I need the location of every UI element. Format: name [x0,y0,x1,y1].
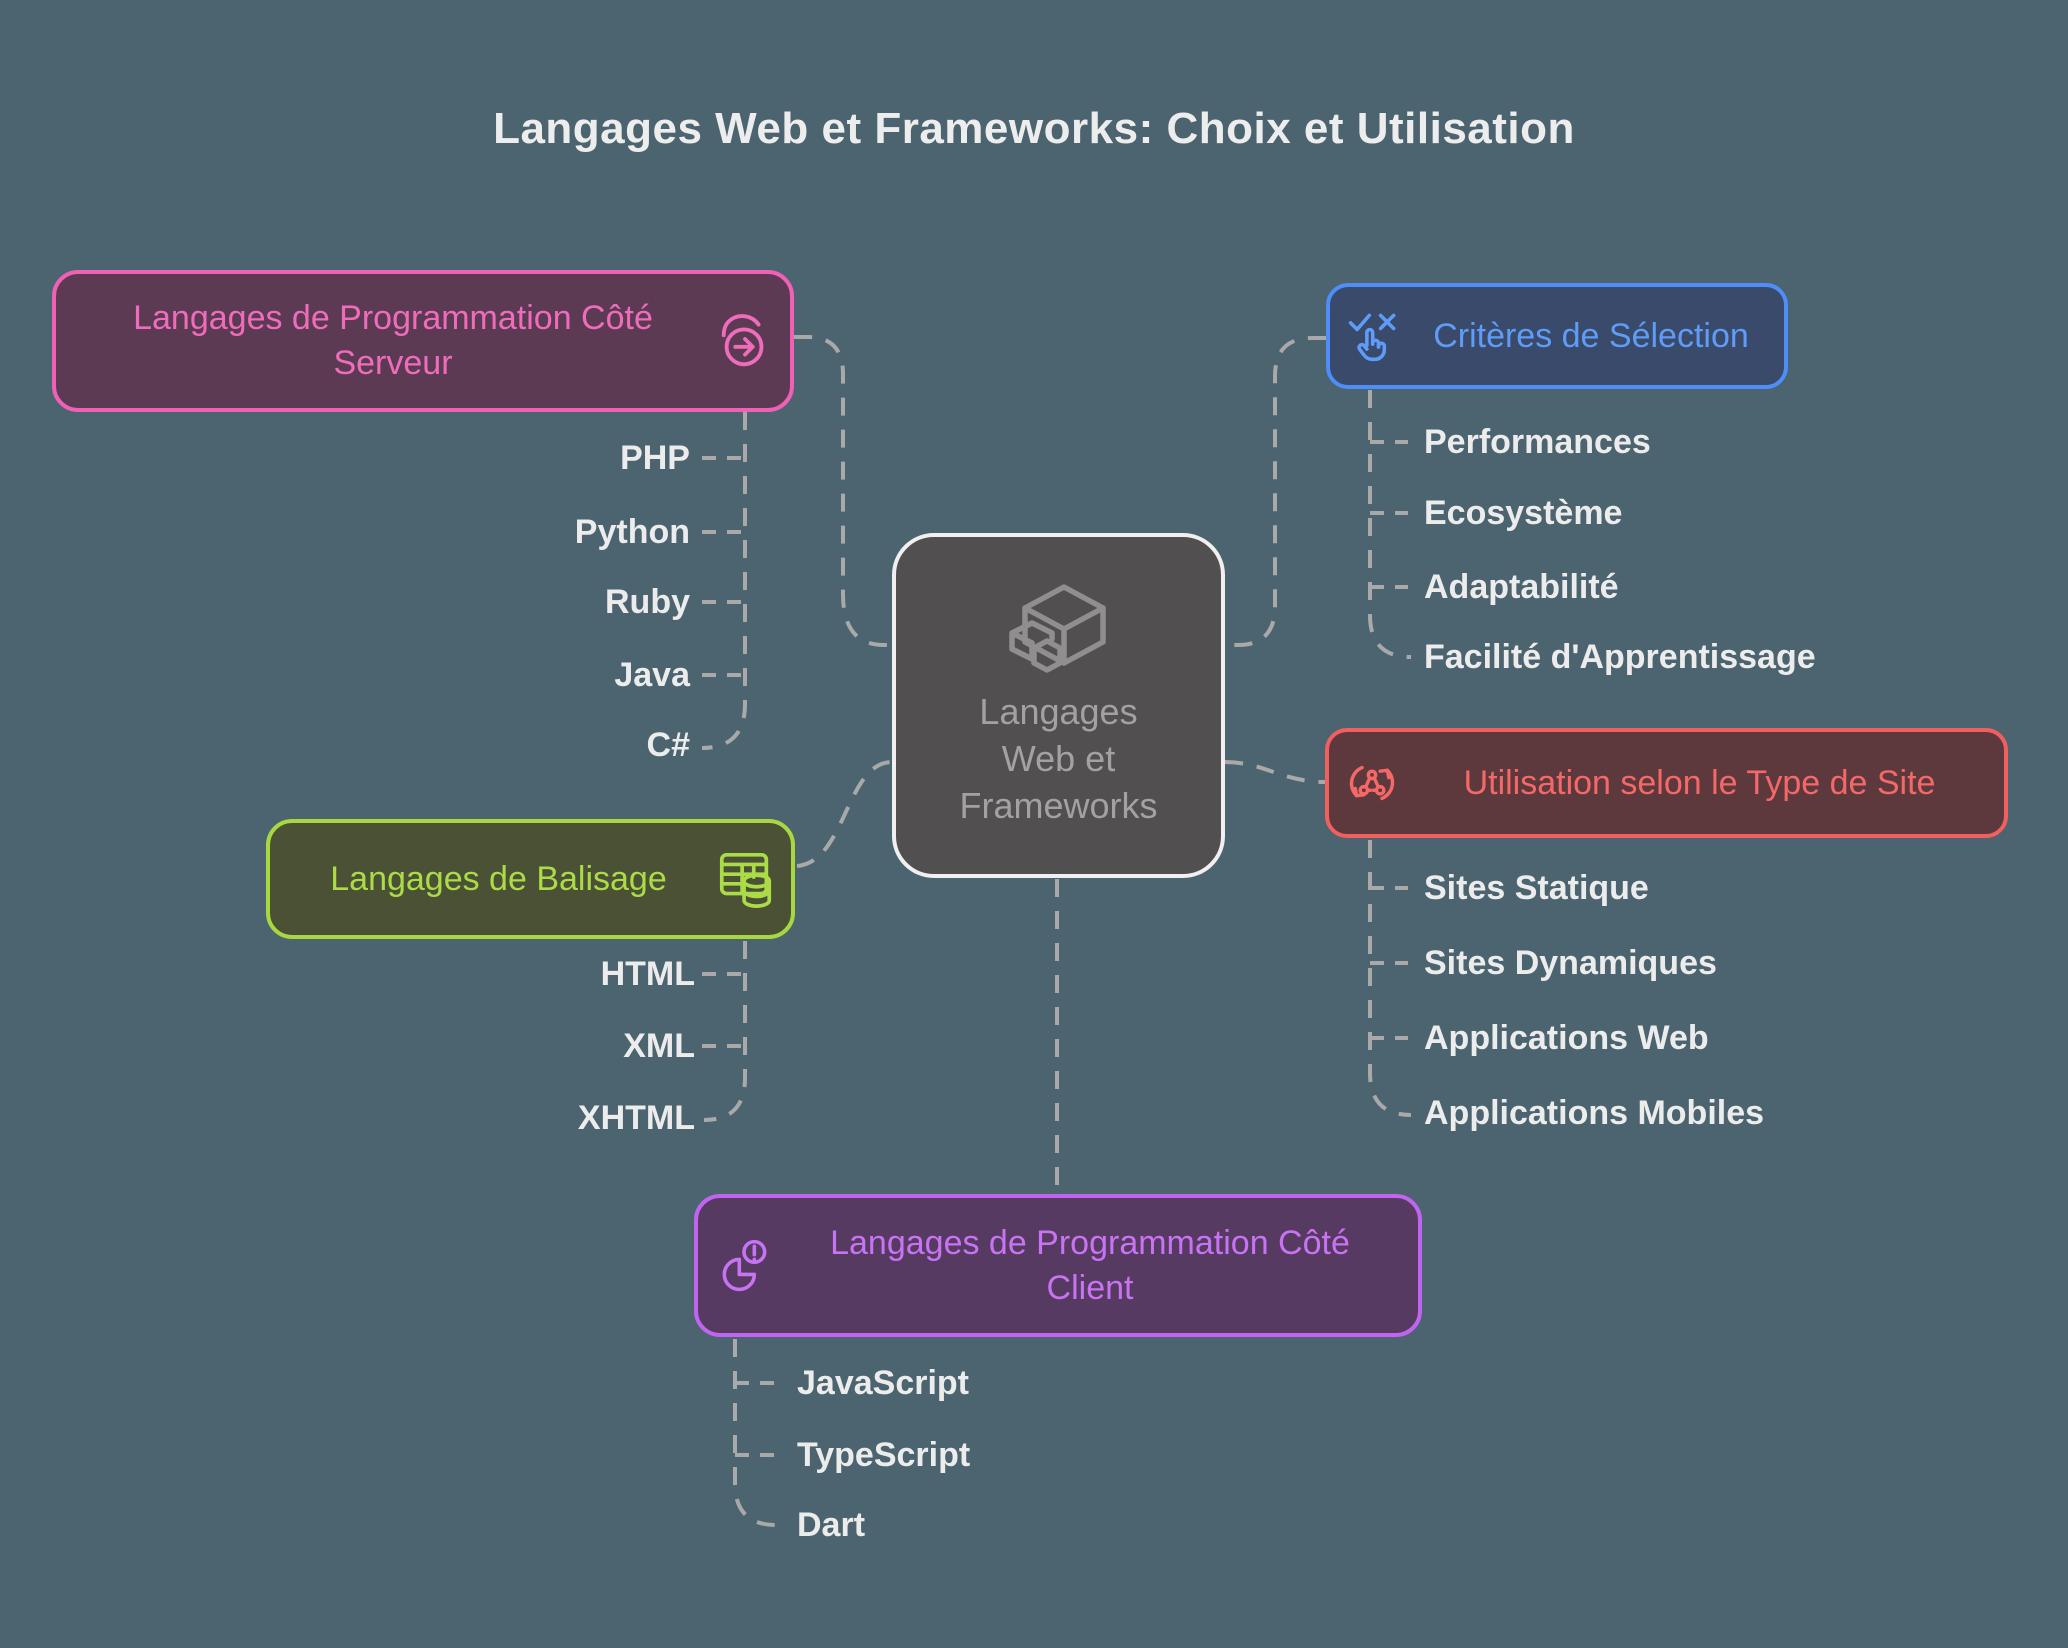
leaf-sites-dynamiques: Sites Dynamiques [1424,944,1717,982]
leaf-javascript: JavaScript [797,1364,969,1402]
leaf-facilite-apprentissage: Facilité d'Apprentissage [1424,638,1816,676]
leaf-applications-web: Applications Web [1424,1019,1709,1057]
sync-network-icon [1349,765,1395,801]
circular-arrow-icon [721,314,764,367]
connector-criteria-children [1368,390,1412,659]
connector-criteria-to-center [1225,336,1326,647]
leaf-dart: Dart [797,1506,866,1544]
connector-markup-to-center [796,760,893,868]
check-cross-hand-icon [1348,313,1396,362]
leaf-java: Java [614,656,690,694]
leaf-xhtml: XHTML [577,1099,695,1137]
leaf-sites-statique: Sites Statique [1424,869,1649,907]
leaf-php: PHP [620,439,690,477]
pie-chart-alert-icon [722,1239,767,1291]
branch-node-usage-title: Utilisation selon le Type de Site [1463,763,1936,802]
branch-node-markup: Langages de Balisage [266,819,795,939]
connector-server-children [701,412,747,750]
cube-package-icon [1008,584,1106,674]
leaf-python: Python [574,513,690,551]
central-node: Langages Web et Frameworks [892,533,1225,878]
branch-node-server: Langages de Programmation Côté Serveur [52,270,794,412]
leaf-performances: Performances [1424,423,1651,461]
leaf-xml: XML [623,1027,695,1065]
diagram-title: Langages Web et Frameworks: Choix et Uti… [493,104,1575,153]
leaf-ecosysteme: Ecosystème [1424,494,1623,532]
branch-node-server-title: Langages de Programmation Côté Serveur [133,299,653,382]
branch-node-markup-title: Langages de Balisage [330,859,667,898]
branch-node-client-title: Langages de Programmation Côté Client [830,1223,1350,1307]
branch-node-usage: Utilisation selon le Type de Site [1325,728,2008,838]
connector-usage-children [1368,840,1412,1117]
leaf-ruby: Ruby [605,583,690,621]
leaf-applications-mobiles: Applications Mobiles [1424,1094,1765,1132]
leaf-adaptabilite: Adaptabilité [1424,568,1619,606]
branch-node-criteria: Critères de Sélection [1326,283,1788,389]
leaf-csharp: C# [646,726,690,764]
table-database-icon [719,852,772,908]
branch-node-client: Langages de Programmation Côté Client [694,1194,1422,1337]
leaf-html: HTML [600,955,695,993]
connector-markup-children [703,941,747,1122]
connector-server-to-center [794,335,892,647]
central-node-label: Langages Web et Frameworks [959,691,1158,826]
connector-usage-to-center [1224,760,1326,784]
branch-node-criteria-title: Critères de Sélection [1433,316,1749,355]
connector-client-children [733,1339,777,1527]
leaf-typescript: TypeScript [797,1436,971,1474]
